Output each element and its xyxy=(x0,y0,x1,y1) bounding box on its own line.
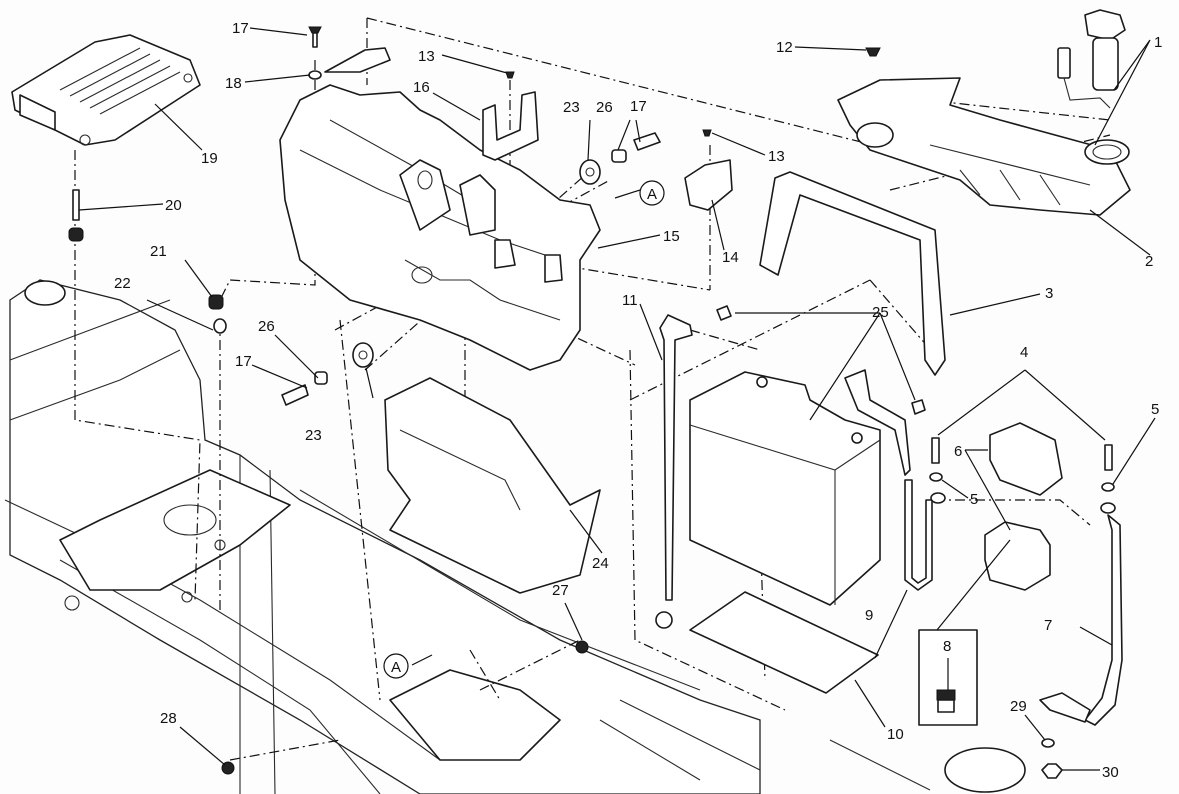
starter-relay xyxy=(929,422,1116,591)
callout-23-top: 23 xyxy=(563,99,580,116)
callout-17-top: 17 xyxy=(232,20,249,37)
callout-8: 8 xyxy=(943,638,951,655)
spacer-stud xyxy=(68,189,84,242)
callout-2: 2 xyxy=(1145,253,1153,270)
callout-15: 15 xyxy=(663,228,680,245)
motorcycle-frame xyxy=(4,279,1026,794)
callout-6: 6 xyxy=(954,443,962,460)
callout-3: 3 xyxy=(1045,285,1053,302)
callout-10: 10 xyxy=(887,726,904,743)
socket-bracket xyxy=(837,77,1131,216)
callout-5-right: 5 xyxy=(1151,401,1159,418)
reference-label: A xyxy=(647,186,657,203)
reference-marker-a-top: A xyxy=(639,180,665,206)
callout-28: 28 xyxy=(160,710,177,727)
callout-19: 19 xyxy=(201,150,218,167)
callout-21: 21 xyxy=(150,243,167,260)
hardware xyxy=(208,26,881,775)
callout-5-left: 5 xyxy=(970,491,978,508)
callout-25: 25 xyxy=(872,304,889,321)
callout-26-top: 26 xyxy=(596,99,613,116)
starter-cable xyxy=(1039,514,1123,779)
callout-17-left: 17 xyxy=(235,353,252,370)
callout-29: 29 xyxy=(1010,698,1027,715)
callout-23-left: 23 xyxy=(305,427,322,444)
callout-17-mid: 17 xyxy=(630,98,647,115)
leader-lines xyxy=(78,27,1156,771)
callout-13-left: 13 xyxy=(418,48,435,65)
heat-shield xyxy=(384,377,601,594)
callout-14: 14 xyxy=(722,249,739,266)
battery-strap xyxy=(759,171,946,376)
ground-cable xyxy=(655,305,732,629)
battery xyxy=(689,371,881,606)
reference-marker-a-bottom: A xyxy=(383,653,409,679)
callout-26-left: 26 xyxy=(258,318,275,335)
callout-22: 22 xyxy=(114,275,131,292)
jumper-cable xyxy=(844,369,933,591)
callout-4: 4 xyxy=(1020,344,1028,361)
callout-7: 7 xyxy=(1044,617,1052,634)
callout-16: 16 xyxy=(413,79,430,96)
callout-13-right: 13 xyxy=(768,148,785,165)
callout-30: 30 xyxy=(1102,764,1119,781)
ecu-unit xyxy=(11,34,201,146)
callout-1: 1 xyxy=(1154,34,1162,51)
bracket-16 xyxy=(482,91,539,161)
fuse-inset xyxy=(918,629,978,726)
reference-label: A xyxy=(391,659,401,676)
clip-14 xyxy=(684,159,733,211)
callout-labels: 1 2 3 4 5 5 6 7 8 9 10 11 12 13 13 14 15… xyxy=(114,20,1162,781)
callout-12: 12 xyxy=(776,39,793,56)
battery-tray xyxy=(279,84,601,371)
callout-27: 27 xyxy=(552,582,569,599)
callout-18: 18 xyxy=(225,75,242,92)
battery-pad xyxy=(689,591,879,694)
callout-20: 20 xyxy=(165,197,182,214)
callout-11: 11 xyxy=(622,292,638,309)
callout-9: 9 xyxy=(865,607,873,624)
power-socket xyxy=(1057,9,1130,165)
callout-24: 24 xyxy=(592,555,609,572)
